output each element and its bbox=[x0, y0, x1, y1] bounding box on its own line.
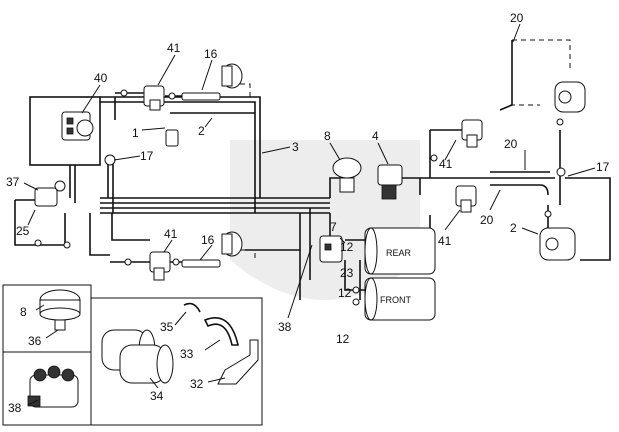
inset-tanks-34 bbox=[101, 329, 174, 384]
callout-16: 16 bbox=[201, 233, 215, 247]
hose-16-upper bbox=[181, 92, 221, 101]
callout-33: 33 bbox=[180, 347, 194, 361]
callout-labels: 41 16 40 1 2 3 17 8 4 41 20 20 17 37 25 … bbox=[6, 11, 610, 415]
callout-8: 8 bbox=[20, 305, 27, 319]
callout-2: 2 bbox=[510, 221, 517, 235]
callout-41: 41 bbox=[439, 157, 453, 171]
fittings bbox=[34, 89, 566, 306]
callout-41: 41 bbox=[164, 227, 178, 241]
relay-valve-41-right-upper bbox=[461, 119, 483, 148]
tank-rear-label: REAR bbox=[386, 248, 412, 258]
callout-37: 37 bbox=[6, 175, 20, 189]
four-circuit-valve-4 bbox=[377, 164, 403, 200]
callout-32: 32 bbox=[190, 377, 204, 391]
callout-35: 35 bbox=[160, 320, 174, 334]
callout-25: 25 bbox=[16, 224, 30, 238]
relay-valve-41-lower bbox=[149, 251, 171, 281]
pressure-valve-37 bbox=[34, 180, 66, 207]
callout-17: 17 bbox=[140, 149, 154, 163]
bracket-icon bbox=[217, 339, 259, 385]
callout-7: 7 bbox=[330, 220, 337, 234]
inset-panels bbox=[2, 284, 263, 426]
callout-36: 36 bbox=[28, 334, 42, 348]
clamp-icon bbox=[183, 302, 240, 346]
relay-valve-41-right-lower bbox=[455, 185, 477, 213]
check-valve-1 bbox=[165, 129, 179, 147]
inset-chamber-8 bbox=[39, 289, 81, 331]
control-valve-module-40 bbox=[61, 111, 94, 141]
callout-38: 38 bbox=[8, 401, 22, 415]
brake-chamber-icon bbox=[221, 63, 243, 89]
inset-valve-38 bbox=[27, 365, 79, 408]
callout-20: 20 bbox=[504, 137, 518, 151]
callout-4: 4 bbox=[372, 129, 379, 143]
callout-23: 23 bbox=[340, 266, 354, 280]
callout-12: 12 bbox=[338, 286, 352, 300]
callout-34: 34 bbox=[150, 389, 164, 403]
callout-20: 20 bbox=[510, 11, 524, 25]
callout-3: 3 bbox=[292, 140, 299, 154]
callout-41: 41 bbox=[167, 41, 181, 55]
callout-16: 16 bbox=[204, 47, 218, 61]
callout-40: 40 bbox=[94, 71, 108, 85]
air-tank-rear: REAR bbox=[364, 227, 436, 275]
watermark bbox=[230, 140, 420, 300]
relay-valve-41-upper bbox=[143, 85, 165, 111]
hose-16-lower bbox=[181, 259, 221, 268]
air-tank-front: FRONT bbox=[364, 277, 436, 321]
brake-chamber-lower-icon bbox=[221, 231, 243, 257]
callout-38: 38 bbox=[278, 320, 292, 334]
callout-2: 2 bbox=[198, 124, 205, 138]
protection-valve-7 bbox=[319, 235, 343, 263]
callout-12: 12 bbox=[336, 332, 350, 346]
spring-brake-chamber-upper bbox=[554, 81, 586, 113]
callout-41: 41 bbox=[438, 234, 452, 248]
leader-lines bbox=[23, 23, 596, 406]
tank-front-label: FRONT bbox=[380, 295, 411, 305]
spring-brake-chamber-lower bbox=[539, 227, 576, 261]
callout-12: 12 bbox=[340, 240, 354, 254]
air-lines bbox=[14, 39, 611, 300]
callout-17: 17 bbox=[596, 160, 610, 174]
callout-20: 20 bbox=[480, 213, 494, 227]
callout-1: 1 bbox=[132, 126, 139, 140]
callout-8: 8 bbox=[324, 129, 331, 143]
reservoir-chamber-8 bbox=[332, 157, 362, 193]
